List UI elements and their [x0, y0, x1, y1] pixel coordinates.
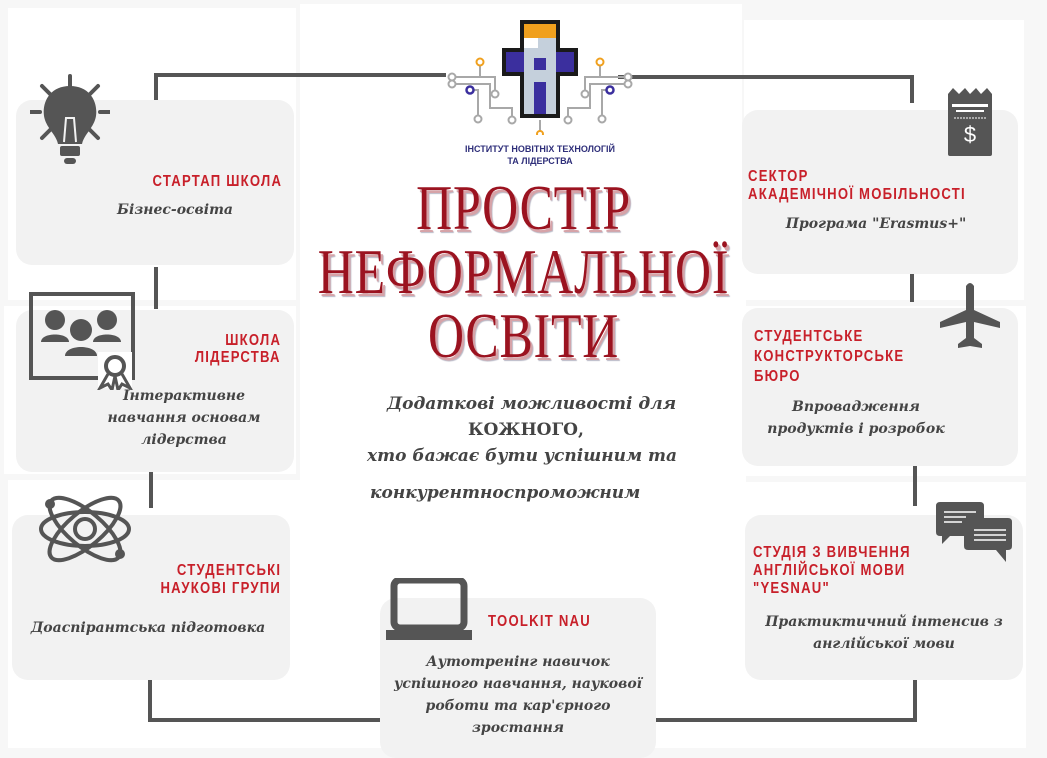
academic-mobility-heading-2: АКАДЕМІЧНОЇ МОБІЛЬНОСТІ — [748, 186, 966, 203]
leadership-school-description-2: навчання основам — [107, 410, 261, 426]
svg-text:$: $ — [964, 122, 976, 147]
english-studio-heading-3: "YESNAU" — [753, 580, 830, 597]
lightbulb-icon — [30, 74, 110, 164]
tagline-line-2: КОЖНОГО, — [468, 420, 584, 440]
science-groups-heading-1: СТУДЕНТСЬКІ — [176, 562, 281, 579]
toolkit-nau-description-3: роботи та кар'єрного — [425, 698, 611, 714]
startup-school-description: Бізнес-освіта — [117, 202, 233, 218]
receipt-dollar-icon: $ — [948, 88, 992, 156]
logo-text-line1: ІНСТИТУТ НОВІТНІХ ТЕХНОЛОГІЙ — [464, 144, 615, 154]
design-bureau-heading-2: КОНСТРУКТОРСЬКЕ — [754, 348, 905, 365]
design-bureau-description-2: продуктів і розробок — [767, 421, 945, 437]
connector-left-vertical-2 — [149, 472, 153, 508]
logo-text-line2: ТА ЛІДЕРСТВА — [507, 156, 573, 166]
institute-logo: ІНСТИТУТ НОВІТНІХ ТЕХНОЛОГІЙ ТА ЛІДЕРСТВ… — [440, 10, 640, 170]
tagline-line-4: конкурентноспроможним — [370, 483, 641, 503]
toolkit-nau-description-4: зростання — [471, 720, 565, 736]
connector-left-vertical-3 — [148, 680, 152, 720]
connector-right-vertical-1 — [910, 274, 914, 302]
science-groups-description: Доаспірантська підготовка — [30, 620, 266, 636]
toolkit-nau-heading: TOOLKIT NAU — [488, 613, 591, 630]
logo-icon — [447, 20, 633, 135]
english-studio-heading-2: АНГЛІЙСЬКОЇ МОВИ — [753, 562, 906, 579]
leadership-school-heading-2: ЛІДЕРСТВА — [195, 349, 281, 366]
english-studio-heading-1: СТУДІЯ З ВИВЧЕННЯ — [753, 544, 911, 561]
toolkit-nau-description-1: Аутотренінг навичок — [426, 654, 610, 670]
connector-left-vertical-1 — [154, 267, 158, 309]
leadership-school-description-3: лідерства — [141, 432, 227, 448]
connector-top-left-vertical — [154, 73, 158, 103]
toolkit-nau-description-2: успішного навчання, наукової — [393, 676, 642, 692]
startup-school-heading: СТАРТАП ШКОЛА — [152, 173, 282, 190]
science-groups-heading-2: НАУКОВІ ГРУПИ — [160, 580, 281, 597]
title-line-3: ОСВІТИ — [427, 300, 620, 371]
tagline-line-3: хто бажає бути успішним та — [367, 446, 678, 466]
title-line-2: НЕФОРМАЛЬНОЇ — [317, 236, 730, 307]
design-bureau-heading-3: БЮРО — [754, 368, 801, 385]
title-line-1: ПРОСТІР — [416, 172, 631, 243]
academic-mobility-description: Програма "Erasmus+" — [785, 216, 967, 232]
english-studio-description-1: Практиктичний інтенсив з — [765, 614, 1003, 630]
leadership-school-description-1: Інтерактивне — [122, 388, 246, 404]
connector-top-right-vertical — [910, 75, 914, 103]
tagline-line-1: Додаткові можливості для — [387, 394, 677, 414]
connector-bottom-right-horizontal — [656, 718, 917, 722]
connector-top-right-horizontal — [618, 75, 914, 79]
connector-right-vertical-3 — [913, 680, 917, 722]
connector-bottom-left-horizontal — [148, 718, 380, 722]
airplane-icon — [940, 283, 1000, 348]
design-bureau-description-1: Впровадження — [792, 399, 920, 415]
connector-right-vertical-2 — [913, 466, 917, 506]
academic-mobility-heading-1: СЕКТОР — [748, 168, 809, 185]
atom-icon — [39, 495, 131, 563]
chat-bubbles-icon — [936, 502, 1012, 562]
certificate-presentation-icon — [29, 292, 135, 390]
design-bureau-heading-1: СТУДЕНТСЬКЕ — [754, 328, 864, 345]
english-studio-description-2: англійської мови — [813, 636, 955, 652]
connector-top-horizontal — [154, 73, 446, 77]
laptop-icon — [386, 578, 472, 640]
leadership-school-heading-1: ШКОЛА — [225, 332, 281, 349]
